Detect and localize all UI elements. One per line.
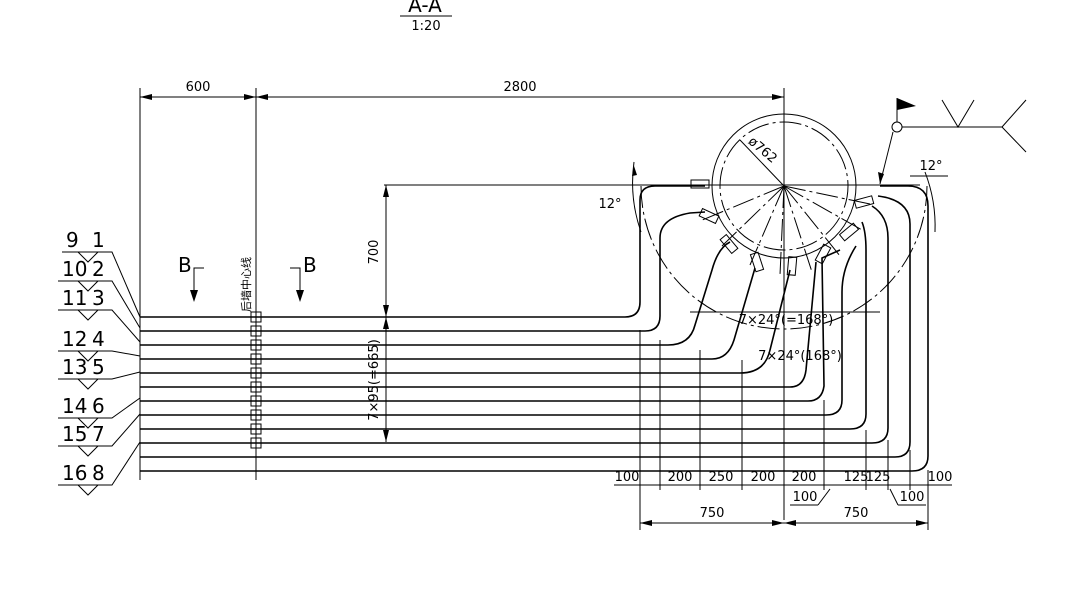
bottom-dim: 200: [792, 470, 817, 485]
dim-700: 700: [367, 240, 382, 265]
svg-text:13: 13: [62, 355, 87, 379]
dim-spacing: 7×95(=665): [367, 339, 382, 421]
connectors: [250, 311, 262, 449]
bottom-dim: 100: [615, 470, 640, 485]
bottom-dim: 250: [709, 470, 734, 485]
dim-2800: 2800: [503, 80, 536, 95]
svg-text:5: 5: [92, 355, 105, 379]
svg-text:10: 10: [62, 257, 87, 281]
dim-600: 600: [186, 80, 211, 95]
section-title: A-A: [408, 0, 442, 17]
angle-annotations: 12° 12° 7×24°(=168°) 7×24°(168°): [598, 159, 948, 364]
svg-text:11: 11: [62, 286, 87, 310]
svg-text:3: 3: [92, 286, 105, 310]
top-dimensions: 600 2800: [139, 80, 785, 520]
svg-text:12: 12: [62, 327, 87, 351]
svg-text:9: 9: [66, 228, 79, 252]
bottom-dimensions: 100 200 250 200 200 125 125 100 100 100 …: [614, 330, 952, 530]
bottom-dim: 200: [668, 470, 693, 485]
bottom-sub-right: 100: [900, 490, 925, 505]
section-marks: B B: [178, 253, 317, 302]
svg-text:2: 2: [92, 257, 105, 281]
vertical-dimensions: 700 7×95(=665): [367, 184, 920, 442]
angle-left: 12°: [598, 197, 621, 212]
arc-label-outer: 7×24°(=168°): [739, 313, 834, 328]
svg-text:B: B: [178, 253, 192, 277]
bottom-dim: 125: [866, 470, 891, 485]
svg-text:16: 16: [62, 461, 87, 485]
bottom-dim: 100: [928, 470, 953, 485]
svg-text:1: 1: [92, 228, 105, 252]
svg-text:6: 6: [92, 394, 105, 418]
angle-right: 12°: [919, 159, 942, 174]
svg-text:7: 7: [92, 422, 105, 446]
bottom-dim: 200: [751, 470, 776, 485]
centerline-label: 后墙中心线: [239, 257, 253, 312]
svg-text:14: 14: [62, 394, 87, 418]
bottom-dim: 125: [844, 470, 869, 485]
svg-text:8: 8: [92, 461, 105, 485]
weld-symbol: [878, 98, 1027, 185]
svg-text:4: 4: [92, 327, 105, 351]
bottom-total-right: 750: [844, 506, 869, 521]
bottom-sub-left: 100: [793, 490, 818, 505]
svg-text:B: B: [303, 253, 317, 277]
bottom-total-left: 750: [700, 506, 725, 521]
arc-label-inner: 7×24°(168°): [758, 349, 842, 364]
svg-text:15: 15: [62, 422, 87, 446]
section-scale: 1:20: [411, 19, 440, 34]
cables: [139, 185, 929, 480]
